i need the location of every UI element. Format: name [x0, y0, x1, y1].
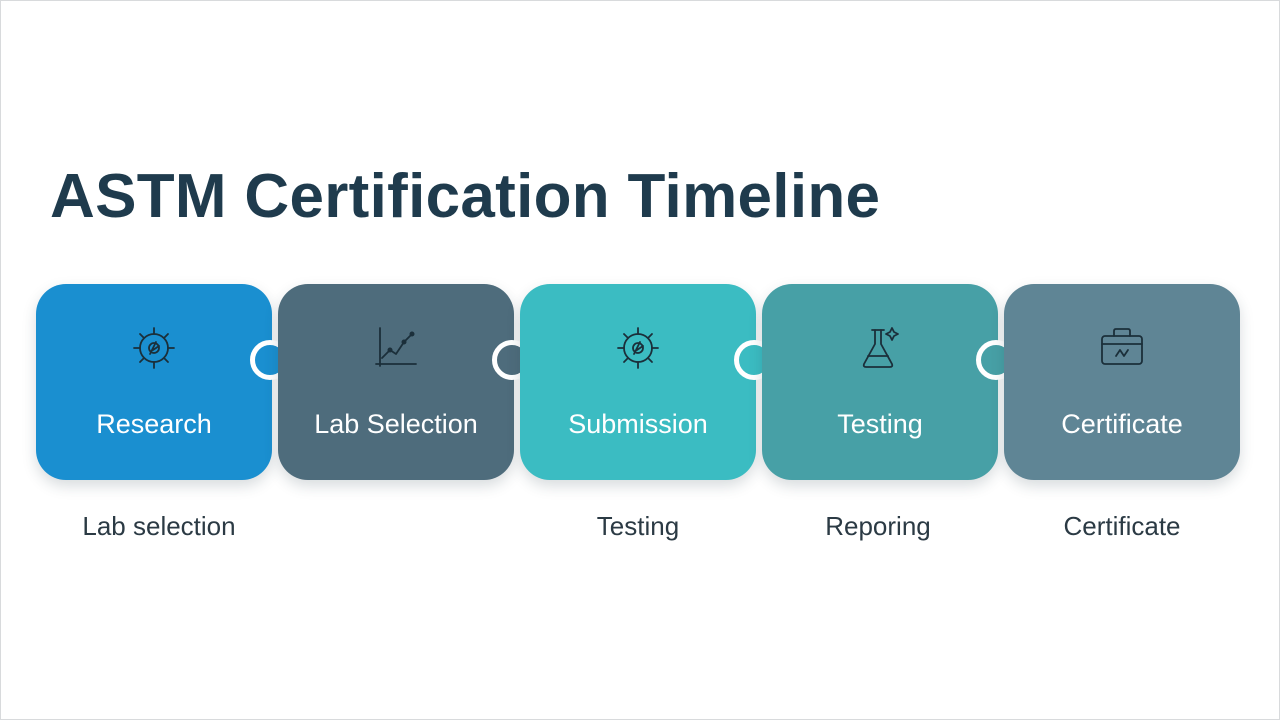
timeline-step-research: Research [36, 284, 290, 480]
step-label: Lab Selection [314, 409, 478, 439]
gear-icon [126, 320, 182, 376]
step-label: Submission [568, 409, 708, 439]
page-title: ASTM Certification Timeline [50, 162, 881, 231]
sublabel-3: Testing [596, 511, 680, 541]
step-label: Research [96, 409, 212, 439]
sublabel-1: Lab selection [82, 511, 236, 541]
sublabel-5: Certificate [1063, 511, 1181, 541]
timeline-step-submission: Submission [520, 284, 774, 480]
gear-icon [610, 320, 666, 376]
timeline-step-certificate: Certificate [1004, 284, 1240, 480]
step-label: Certificate [1061, 409, 1183, 439]
briefcase-icon [1094, 320, 1150, 376]
chart-icon [368, 320, 424, 376]
flask-icon [852, 320, 908, 376]
sublabel-4: Reporing [825, 511, 931, 541]
timeline-step-testing: Testing [762, 284, 1016, 480]
timeline-step-lab-selection: Lab Selection [278, 284, 532, 480]
step-label: Testing [837, 409, 923, 439]
